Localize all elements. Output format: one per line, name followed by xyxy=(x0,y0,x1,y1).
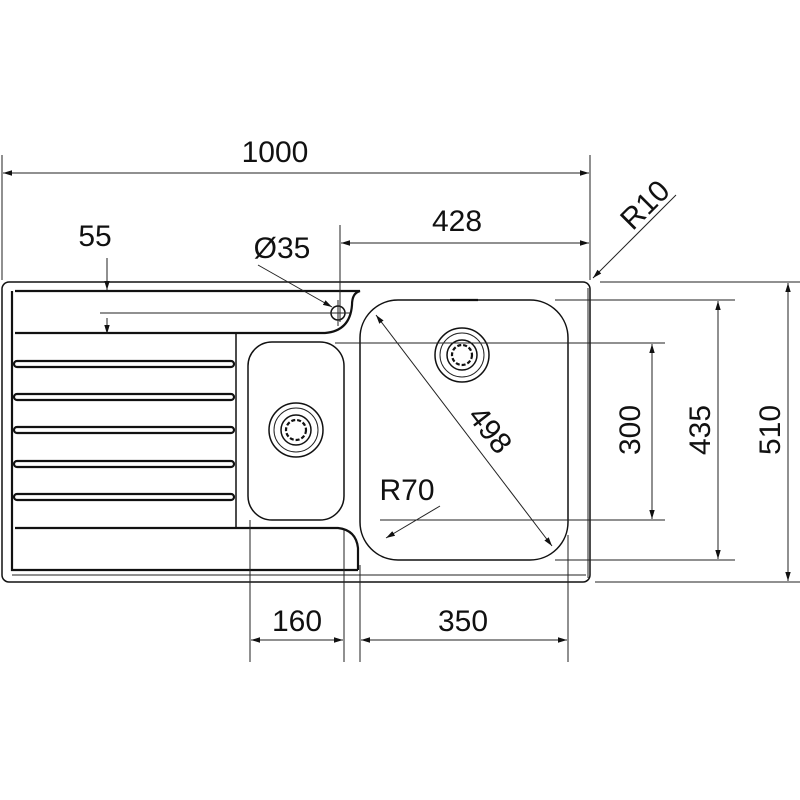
small-bowl xyxy=(247,341,345,521)
dim-main-bowl-offset: 428 xyxy=(432,205,482,238)
dim-main-bowl-width: 350 xyxy=(438,605,488,638)
dim-bowl-diagonal: 498 xyxy=(461,400,518,460)
drainer-grooves xyxy=(12,359,236,502)
dim-overall-depth: 510 xyxy=(754,405,787,455)
small-bowl-drain-icon xyxy=(268,402,324,458)
dim-small-bowl-depth: 300 xyxy=(614,405,647,455)
dimension-lines xyxy=(1,155,800,662)
main-bowl-drain-icon xyxy=(434,327,490,383)
dim-bowl-radius: R70 xyxy=(379,474,434,507)
dim-corner-radius: R10 xyxy=(614,174,676,236)
sink-outline xyxy=(1,281,591,583)
dim-small-bowl-width: 160 xyxy=(272,605,322,638)
dim-tap-hole: Ø35 xyxy=(254,232,311,265)
dim-main-bowl-depth: 435 xyxy=(684,405,717,455)
dim-drainer-strip: 55 xyxy=(78,220,111,253)
dim-overall-width: 1000 xyxy=(242,136,309,169)
